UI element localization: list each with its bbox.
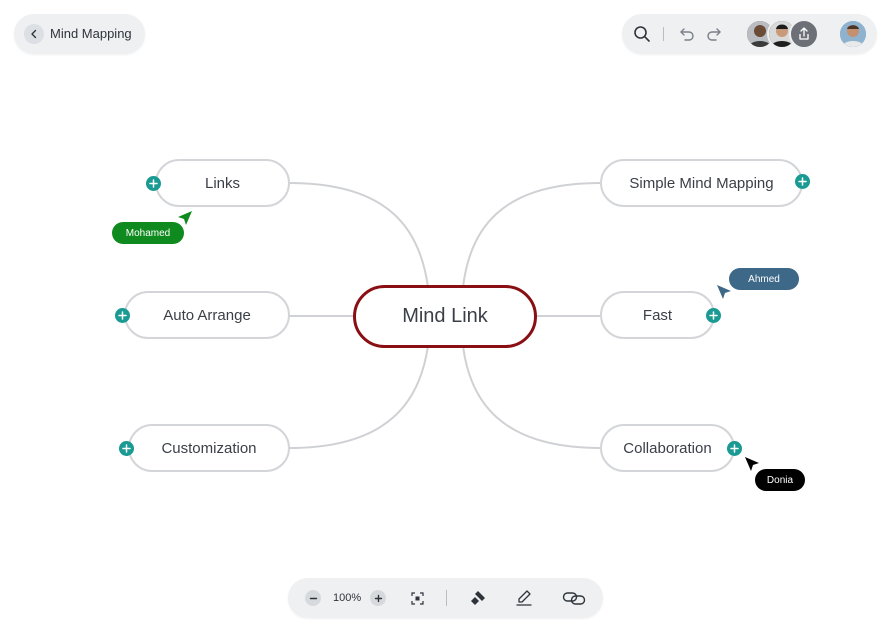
toolbar-divider (663, 27, 664, 41)
add-child-button[interactable] (119, 441, 134, 456)
zoom-level: 100% (333, 592, 362, 604)
bottom-toolbar: 100% (288, 578, 603, 618)
board-title: Mind Mapping (50, 26, 132, 41)
zoom-out-button[interactable] (305, 590, 321, 606)
fit-screen-icon[interactable] (409, 590, 425, 606)
add-child-button[interactable] (727, 441, 742, 456)
user-avatar[interactable] (838, 19, 868, 49)
cursor-arrow-icon (745, 457, 759, 471)
central-topic[interactable]: Mind Link (353, 285, 537, 348)
chevron-left-icon[interactable] (24, 24, 44, 44)
node-label: Customization (161, 439, 257, 457)
node-customization[interactable]: Customization (128, 424, 290, 472)
paint-brush-icon[interactable] (468, 588, 488, 608)
node-links[interactable]: Links (155, 159, 290, 207)
cursor-arrow-icon (717, 285, 731, 299)
cursor-label-mohamed: Mohamed (112, 222, 184, 244)
zoom-in-button[interactable] (370, 590, 386, 606)
node-label: Simple Mind Mapping (629, 174, 774, 192)
top-toolbar (622, 14, 877, 54)
node-label: Links (204, 174, 241, 192)
connector-links (288, 182, 429, 288)
central-topic-label: Mind Link (402, 305, 488, 327)
node-label: Auto Arrange (163, 306, 251, 324)
node-collaboration[interactable]: Collaboration (600, 424, 735, 472)
share-icon[interactable] (789, 19, 819, 49)
node-simple-mind-mapping[interactable]: Simple Mind Mapping (600, 159, 803, 207)
pen-icon[interactable] (514, 588, 534, 608)
node-label: Fast (642, 306, 673, 324)
connector-customization (288, 345, 429, 449)
add-child-button[interactable] (706, 308, 721, 323)
node-auto-arrange[interactable]: Auto Arrange (124, 291, 290, 339)
cursor-arrow-icon (178, 211, 192, 225)
search-icon[interactable] (632, 24, 652, 44)
cursor-label-ahmed: Ahmed (729, 268, 799, 290)
add-child-button[interactable] (146, 176, 161, 191)
toolbar-divider (446, 590, 447, 606)
back-navigation[interactable]: Mind Mapping (14, 14, 145, 54)
connector-collaboration (462, 345, 601, 449)
undo-icon[interactable] (678, 25, 696, 43)
redo-icon[interactable] (705, 25, 723, 43)
add-child-button[interactable] (795, 174, 810, 189)
node-fast[interactable]: Fast (600, 291, 715, 339)
cursor-label-donia: Donia (755, 469, 805, 491)
add-child-button[interactable] (115, 308, 130, 323)
link-icon[interactable] (561, 588, 587, 608)
node-label: Collaboration (623, 439, 712, 457)
connector-simple-mind-mapping (462, 182, 601, 288)
